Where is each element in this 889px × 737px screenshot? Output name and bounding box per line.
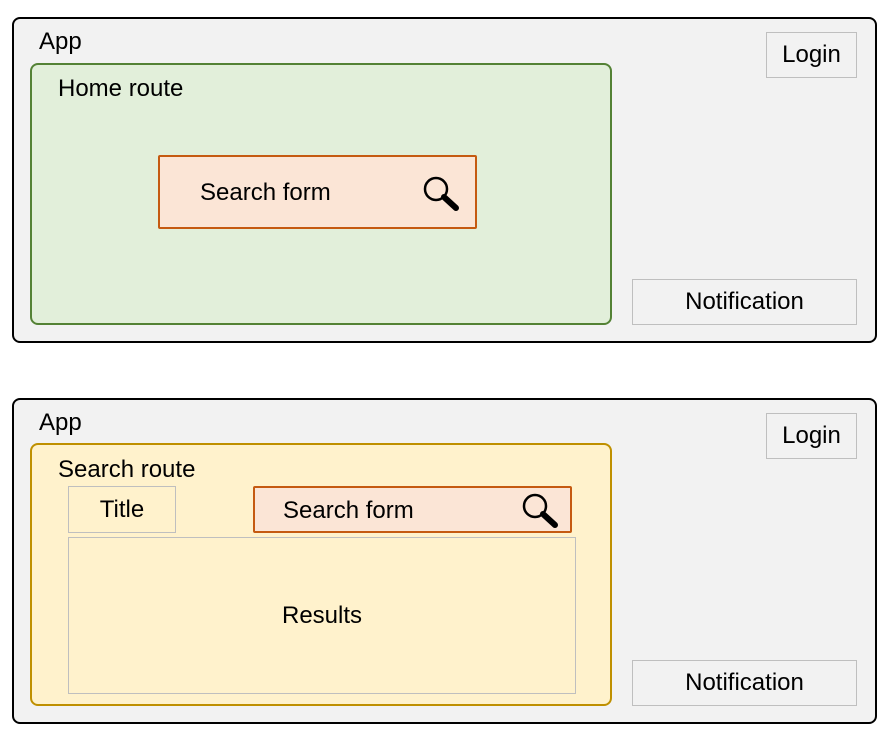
magnifier-icon xyxy=(422,175,460,218)
search-form-box: Search form xyxy=(158,155,477,229)
home-route-label: Home route xyxy=(58,75,184,102)
login-box: Login xyxy=(766,32,857,78)
results-label: Results xyxy=(281,601,363,629)
login-label: Login xyxy=(782,41,841,68)
login-box: Login xyxy=(766,413,857,459)
app-label: App xyxy=(39,409,82,436)
notification-box: Notification xyxy=(632,279,857,325)
login-label: Login xyxy=(782,422,841,449)
notification-label: Notification xyxy=(685,669,804,696)
title-box: Title xyxy=(68,486,176,533)
notification-box: Notification xyxy=(632,660,857,706)
search-route-label: Search route xyxy=(58,456,196,483)
app-label: App xyxy=(39,28,82,55)
search-form-box: Search form xyxy=(253,486,572,533)
results-box: Results xyxy=(68,537,576,694)
title-label: Title xyxy=(99,495,145,523)
notification-label: Notification xyxy=(685,288,804,315)
magnifier-icon xyxy=(521,492,559,535)
search-form-label: Search form xyxy=(283,497,414,524)
search-form-label: Search form xyxy=(200,179,331,206)
